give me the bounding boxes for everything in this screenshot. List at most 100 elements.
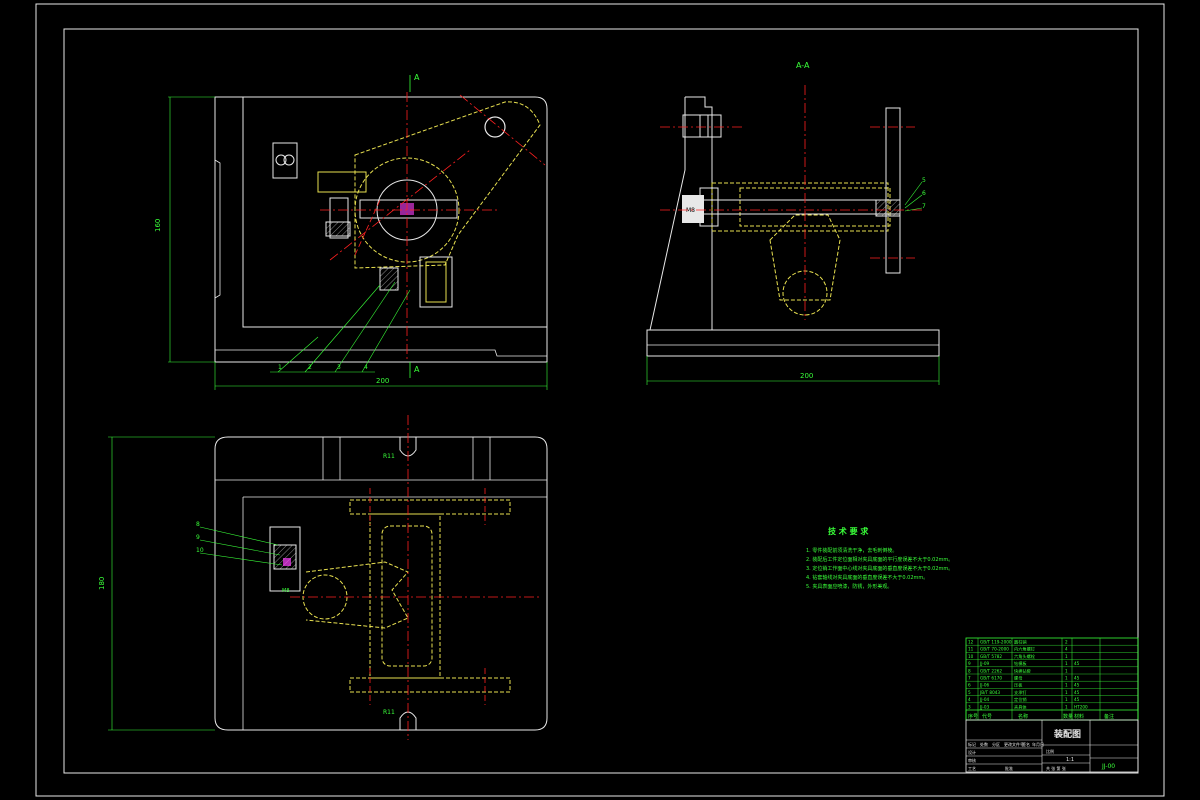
parts-cell-no: 11 — [968, 647, 974, 652]
tech-req-item-3: 3. 定位销工作面中心线对夹具底面的垂直度误差不大于0.02mm。 — [806, 565, 953, 572]
header-material: 材料 — [1074, 713, 1084, 720]
parts-cell-code: JJ-03 — [979, 704, 989, 709]
parts-cell-qty: 1 — [1065, 683, 1068, 688]
top-balloon-8: 8 — [196, 521, 200, 528]
parts-cell-qty: 1 — [1065, 668, 1068, 673]
front-body — [214, 96, 548, 363]
parts-cell-qty: 1 — [1065, 690, 1068, 695]
role-review: 审核 — [968, 757, 976, 763]
parts-cell-code: GB/T 2262 — [980, 668, 1002, 673]
sign-row-date: 年月日 — [1032, 741, 1044, 747]
role-process: 工艺 — [968, 766, 976, 771]
top-side-label: M8 — [282, 588, 290, 594]
front-width-dim: 200 — [376, 377, 389, 385]
parts-cell-note: 45 — [1074, 676, 1080, 681]
tech-req-item-1: 1. 零件装配前须清洗干净，去毛刺倒棱。 — [806, 547, 897, 554]
front-balloon-2: 2 — [308, 364, 312, 371]
inner-frame — [63, 28, 1139, 774]
swing-plate — [354, 101, 541, 269]
front-view: A A 160 200 1 2 3 4 — [154, 73, 548, 390]
parts-cell-name: 钻模板 — [1014, 660, 1027, 667]
parts-cell-no: 10 — [968, 654, 974, 659]
parts-cell-no: 9 — [968, 661, 971, 666]
parts-cell-no: 6 — [968, 683, 971, 688]
parts-cell-qty: 4 — [1065, 647, 1068, 652]
parts-cell-code: GB/T 5782 — [980, 654, 1002, 659]
side-balloon-6: 6 — [922, 190, 926, 197]
header-code: 代号 — [982, 713, 992, 720]
technical-requirements: 技 术 要 求 1. 零件装配前须清洗干净，去毛刺倒棱。 2. 装配后工件定位面… — [806, 526, 953, 590]
drawing-no: JJ-00 — [1101, 763, 1115, 770]
sign-row-mark: 标记 — [968, 741, 976, 747]
parts-cell-note: HT200 — [1074, 704, 1088, 709]
scale-value: 1:1 — [1066, 757, 1074, 763]
side-balloon-5: 5 — [922, 177, 926, 184]
parts-cell-qty: 1 — [1065, 704, 1068, 709]
front-balloon-4: 4 — [364, 364, 368, 371]
top-balloon-9: 9 — [196, 534, 200, 541]
section-marker-top: A — [414, 73, 420, 82]
header-name: 名称 — [1018, 713, 1028, 720]
tech-req-title: 技 术 要 求 — [828, 526, 869, 536]
front-height-dim: 160 — [154, 219, 162, 232]
parts-cell-note: 45 — [1074, 661, 1080, 666]
drawing-name: 装配图 — [1053, 728, 1081, 740]
parts-cell-no: 4 — [968, 697, 971, 702]
top-balloon-10: 10 — [196, 547, 204, 554]
parts-cell-no: 12 — [968, 640, 974, 645]
sign-row-count: 处数 — [980, 741, 988, 747]
side-view: A-A M8 5 6 7 — [646, 61, 940, 385]
tech-req-item-4: 4. 钻套轴线对夹具底面的垂直度误差不大于0.02mm。 — [806, 574, 928, 581]
tech-req-item-2: 2. 装配后工件定位面相对夹具底面的平行度误差不大于0.02mm。 — [806, 556, 953, 563]
top-slot-label-bottom: R11 — [383, 709, 395, 716]
parts-cell-code: JJ-09 — [979, 661, 989, 666]
front-balloon-3: 3 — [337, 364, 341, 371]
parts-cell-code: GB/T 119-2000 — [980, 640, 1012, 645]
top-height-dim: 180 — [98, 577, 106, 590]
side-balloon-7: 7 — [922, 203, 926, 210]
parts-cell-name: 内六角螺钉 — [1014, 646, 1036, 653]
front-balloon-1: 1 — [278, 364, 282, 371]
scale-label: 比例 — [1046, 748, 1054, 754]
parts-cell-name: 压板 — [1014, 682, 1023, 689]
parts-cell-note: 45 — [1074, 697, 1080, 702]
parts-cell-qty: 2 — [1065, 640, 1068, 645]
parts-cell-name: 六角头螺栓 — [1014, 653, 1036, 660]
parts-cell-name: 定位销 — [1014, 696, 1027, 703]
parts-cell-qty: 1 — [1065, 654, 1068, 659]
parts-cell-note: 45 — [1074, 690, 1080, 695]
parts-cell-name: 螺母 — [1014, 675, 1022, 682]
side-width-dim: 200 — [800, 372, 813, 380]
parts-cell-name: 快换钻套 — [1014, 667, 1032, 674]
role-design: 设计 — [968, 749, 976, 755]
parts-cell-code: GB/T 70-2000 — [980, 647, 1009, 652]
parts-cell-name: 支承钉 — [1014, 689, 1027, 696]
parts-cell-no: 8 — [968, 668, 971, 673]
section-marker-bottom: A — [414, 365, 420, 374]
parts-cell-code: GB/T 6170 — [980, 676, 1002, 681]
parts-cell-no: 7 — [968, 676, 971, 681]
parts-cell-no: 5 — [968, 690, 971, 695]
header-qty: 数量 — [1063, 713, 1073, 720]
outer-border — [35, 3, 1165, 797]
pivot-hole — [484, 116, 506, 138]
top-view: M8 R11 R11 8 9 10 180 — [98, 415, 548, 740]
header-no: 序号 — [968, 713, 978, 720]
parts-cell-code: JB/T 8043 — [979, 690, 1000, 695]
parts-cell-no: 3 — [968, 704, 971, 709]
parts-cell-qty: 1 — [1065, 697, 1068, 702]
parts-cell-note: 45 — [1074, 683, 1080, 688]
role-approve: 批准 — [1005, 765, 1013, 771]
top-slot-label-top: R11 — [383, 453, 395, 460]
header-note: 备注 — [1104, 713, 1114, 720]
tech-req-item-5: 5. 夹具表面应喷漆，防锈，外形美观。 — [806, 583, 892, 590]
parts-cell-code: JJ-06 — [979, 683, 989, 688]
parts-cell-name: 圆柱销 — [1014, 639, 1027, 646]
parts-cell-qty: 1 — [1065, 661, 1068, 666]
parts-cell-name: 夹具体 — [1014, 703, 1027, 710]
sheet-label: 共 张 第 张 — [1046, 765, 1066, 771]
parts-cell-code: JJ-04 — [979, 697, 989, 702]
side-block-label: M8 — [686, 207, 695, 214]
